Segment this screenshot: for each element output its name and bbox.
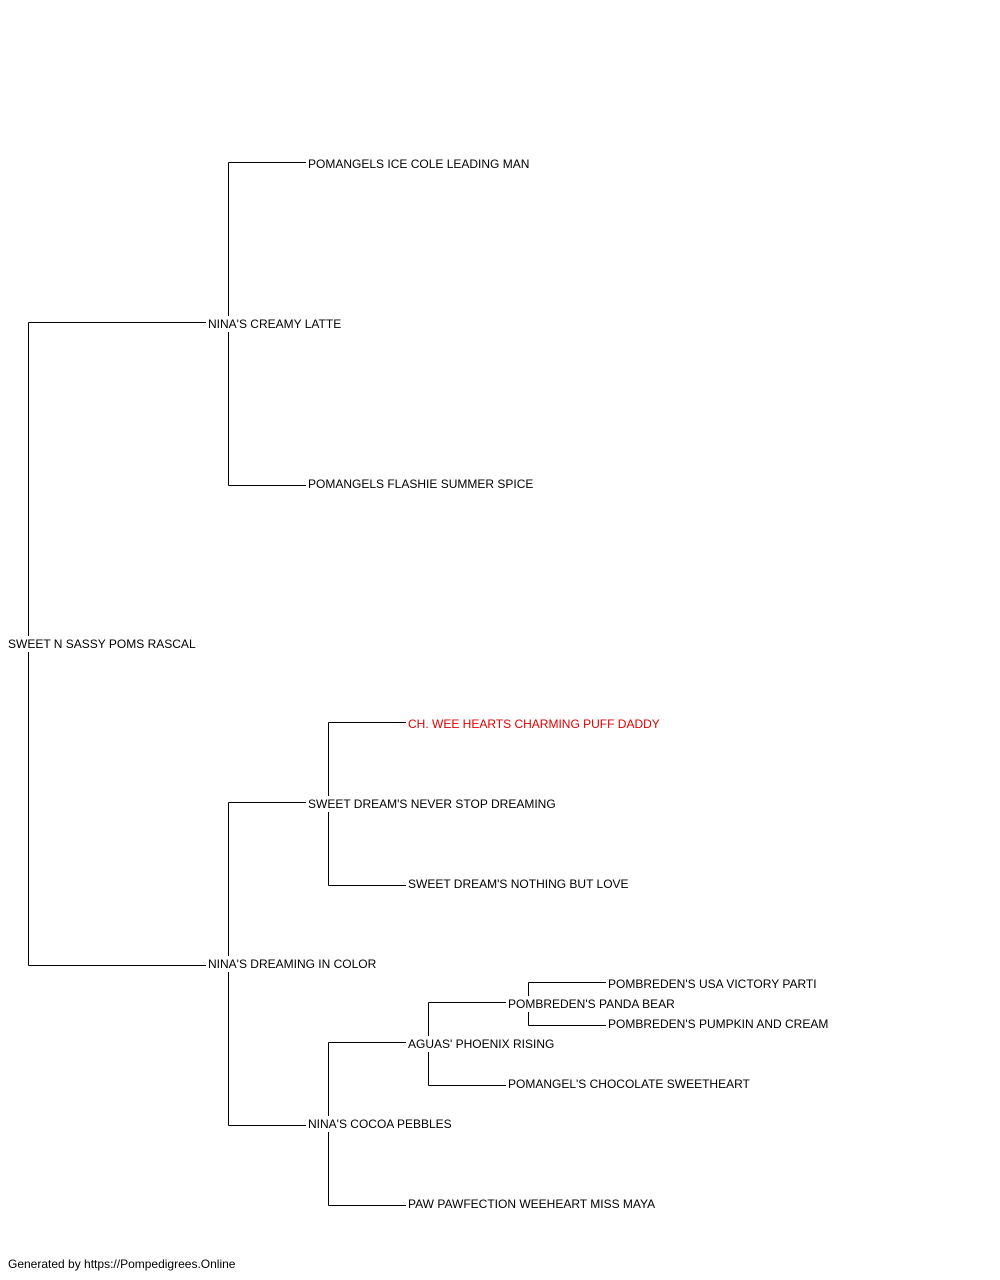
pedigree-dam-sire-sire: CH. WEE HEARTS CHARMING PUFF DADDY — [408, 717, 662, 731]
connector-panda-sire — [528, 982, 606, 996]
pedigree-dam-dam-dam: PAW PAWFECTION WEEHEART MISS MAYA — [408, 1197, 658, 1211]
connector-dreaming-dam — [228, 972, 306, 1126]
pedigree-sire-sire: POMANGELS ICE COLE LEADING MAN — [308, 157, 532, 171]
pedigree-subject: SWEET N SASSY POMS RASCAL — [8, 637, 198, 651]
pedigree-dam-dam: NINA'S COCOA PEBBLES — [308, 1117, 454, 1131]
connector-dreaming-sire — [228, 802, 306, 956]
connector-latte-sire — [228, 162, 306, 316]
connector-latte-dam — [228, 332, 306, 486]
pedigree-sire-dam: POMANGELS FLASHIE SUMMER SPICE — [308, 477, 536, 491]
pedigree-dam-dam-sire-dam: POMANGEL'S CHOCOLATE SWEETHEART — [508, 1077, 752, 1091]
connector-cocoa-dam — [328, 1132, 406, 1206]
connector-phoenix-dam — [428, 1052, 506, 1086]
pedigree-dam-sire-dam: SWEET DREAM'S NOTHING BUT LOVE — [408, 877, 631, 891]
pedigree-dam: NINA'S DREAMING IN COLOR — [208, 957, 379, 971]
pedigree-dam-dam-sire-sire-dam: POMBREDEN'S PUMPKIN AND CREAM — [608, 1017, 831, 1031]
connector-cocoa-sire — [328, 1042, 406, 1116]
connector-subject-sire — [28, 322, 206, 636]
connector-phoenix-sire — [428, 1002, 506, 1036]
pedigree-dam-sire: SWEET DREAM'S NEVER STOP DREAMING — [308, 797, 558, 811]
connector-subject-dam — [28, 652, 206, 966]
pedigree-sire: NINA'S CREAMY LATTE — [208, 317, 344, 331]
pedigree-dam-dam-sire: AGUAS' PHOENIX RISING — [408, 1037, 557, 1051]
pedigree-dam-dam-sire-sire-sire: POMBREDEN'S USA VICTORY PARTI — [608, 977, 819, 991]
connector-nsd-dam — [328, 812, 406, 886]
connector-panda-dam — [528, 1012, 606, 1026]
pedigree-dam-dam-sire-sire: POMBREDEN'S PANDA BEAR — [508, 997, 677, 1011]
generated-by-footer: Generated by https://Pompedigrees.Online — [8, 1257, 236, 1271]
connector-nsd-sire — [328, 722, 406, 796]
